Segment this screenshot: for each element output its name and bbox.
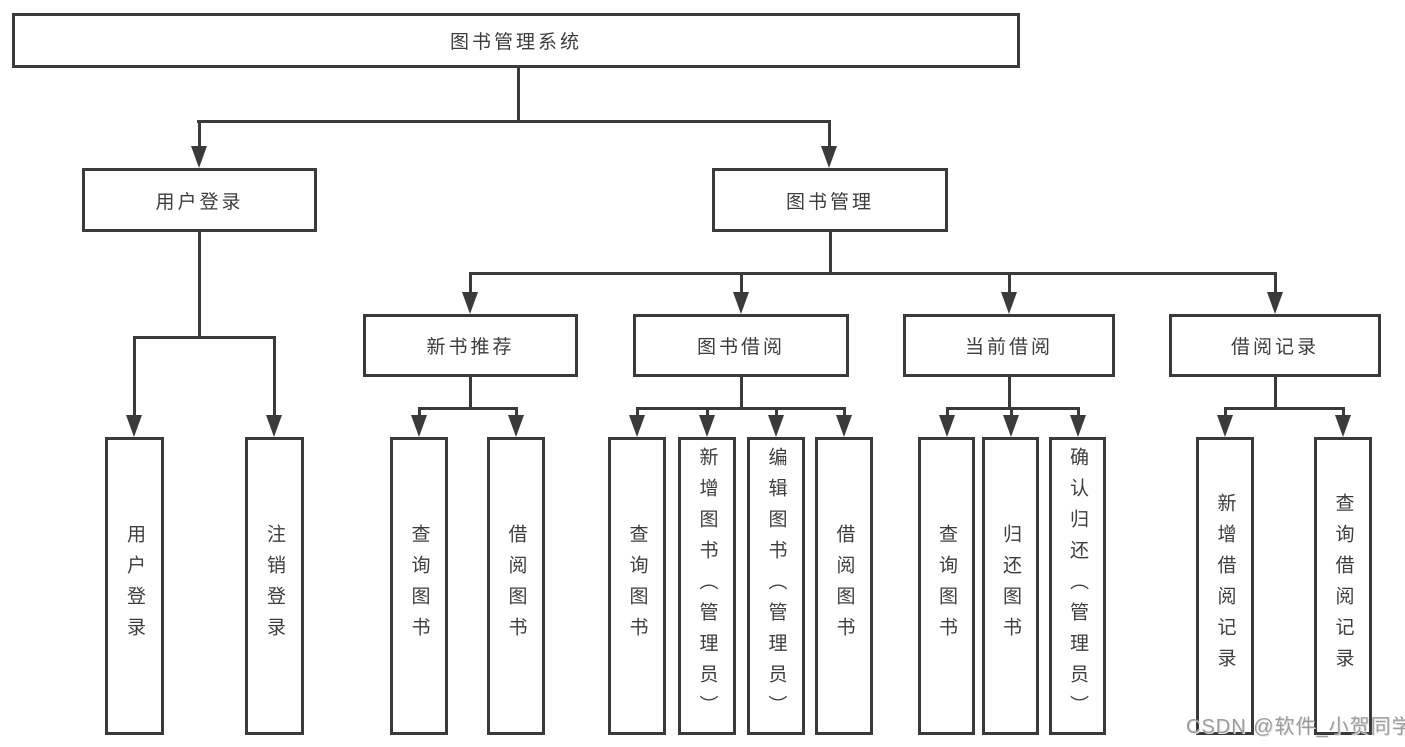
arrow-down-icon [1335, 415, 1351, 437]
arrow-down-icon [821, 146, 837, 168]
connector-line [1224, 407, 1227, 419]
connector-line [828, 120, 831, 150]
connector-line [740, 377, 743, 407]
node-current-borrow-label: 当前借阅 [964, 337, 1053, 358]
leaf-user-login-label: 用户登录 [124, 524, 145, 648]
node-new-books: 新书推荐 [363, 314, 578, 377]
arrow-down-icon [1001, 292, 1017, 314]
leaf-current-confirm-label: 确认归还（管理员） [1067, 446, 1088, 726]
connector-line [469, 377, 472, 407]
connector-line [1342, 407, 1345, 419]
leaf-newbooks-borrow: 借阅图书 [487, 437, 545, 735]
connector-line [517, 68, 520, 120]
node-root: 图书管理系统 [12, 13, 1020, 68]
node-root-label: 图书管理系统 [449, 32, 582, 53]
node-book-mgmt-label: 图书管理 [785, 191, 874, 213]
leaf-records-query: 查询借阅记录 [1314, 437, 1372, 735]
connector-line [469, 272, 1277, 275]
connector-line [829, 232, 832, 272]
leaf-current-return-label: 归还图书 [1000, 524, 1021, 648]
leaf-newbooks-borrow-label: 借阅图书 [505, 524, 527, 648]
leaf-borrowing-query-label: 查询图书 [626, 524, 648, 648]
leaf-logout: 注销登录 [245, 437, 304, 735]
connector-line [636, 407, 845, 410]
node-borrow-records-label: 借阅记录 [1230, 337, 1319, 358]
node-book-mgmt: 图书管理 [712, 168, 948, 232]
connector-line [133, 336, 275, 339]
connector-line [843, 407, 846, 419]
arrow-down-icon [191, 146, 207, 168]
leaf-user-login: 用户登录 [105, 437, 164, 735]
leaf-borrowing-borrow-label: 借阅图书 [833, 524, 855, 648]
arrow-down-icon [1070, 415, 1086, 437]
leaf-current-query-label: 查询图书 [936, 524, 957, 648]
connector-line [418, 407, 421, 419]
leaf-borrowing-add: 新增图书（管理员） [678, 437, 736, 735]
connector-line [1274, 272, 1277, 298]
connector-line [740, 272, 743, 298]
arrow-down-icon [126, 415, 142, 437]
leaf-borrowing-edit-label: 编辑图书（管理员） [765, 446, 787, 726]
arrow-down-icon [699, 415, 715, 437]
connector-line [706, 407, 709, 419]
leaf-records-add-label: 新增借阅记录 [1214, 493, 1236, 679]
node-user-login-label: 用户登录 [155, 191, 244, 213]
csdn-watermark: CSDN @软件_小贺同学 [1186, 716, 1405, 738]
leaf-borrowing-add-label: 新增图书（管理员） [696, 446, 718, 726]
connector-line [636, 407, 639, 419]
connector-line [273, 336, 276, 419]
connector-line [1008, 377, 1011, 407]
connector-line [946, 407, 949, 419]
leaf-borrowing-query: 查询图书 [608, 437, 666, 735]
node-current-borrow: 当前借阅 [903, 314, 1115, 377]
arrow-down-icon [733, 292, 749, 314]
leaf-records-query-label: 查询借阅记录 [1332, 493, 1354, 679]
arrow-down-icon [768, 415, 784, 437]
arrow-down-icon [411, 415, 427, 437]
leaf-logout-label: 注销登录 [264, 524, 285, 648]
arrow-down-icon [836, 415, 852, 437]
leaf-newbooks-query-label: 查询图书 [408, 524, 430, 648]
connector-line [198, 120, 201, 150]
node-borrow-records: 借阅记录 [1169, 314, 1381, 377]
leaf-borrowing-edit: 编辑图书（管理员） [747, 437, 805, 735]
leaf-current-confirm: 确认归还（管理员） [1049, 437, 1106, 735]
leaf-current-return: 归还图书 [982, 437, 1039, 735]
connector-line [1077, 407, 1080, 419]
arrow-down-icon [266, 415, 282, 437]
leaf-records-add: 新增借阅记录 [1196, 437, 1254, 735]
connector-line [198, 232, 201, 336]
connector-line [197, 120, 831, 123]
connector-line [775, 407, 778, 419]
connector-line [469, 272, 472, 298]
arrow-down-icon [462, 292, 478, 314]
node-borrowing-label: 图书借阅 [696, 337, 785, 358]
connector-line [1274, 377, 1277, 407]
arrow-down-icon [939, 415, 955, 437]
node-user-login: 用户登录 [82, 168, 317, 232]
connector-line [1224, 407, 1344, 410]
leaf-borrowing-borrow: 借阅图书 [815, 437, 873, 735]
arrow-down-icon [1267, 292, 1283, 314]
leaf-current-query: 查询图书 [918, 437, 975, 735]
leaf-newbooks-query: 查询图书 [390, 437, 448, 735]
connector-line [515, 407, 518, 419]
arrow-down-icon [629, 415, 645, 437]
connector-line [1010, 407, 1013, 419]
connector-line [133, 336, 136, 419]
node-new-books-label: 新书推荐 [426, 337, 515, 358]
connector-line [418, 407, 518, 410]
arrow-down-icon [508, 415, 524, 437]
arrow-down-icon [1003, 415, 1019, 437]
arrow-down-icon [1217, 415, 1233, 437]
node-borrowing: 图书借阅 [633, 314, 849, 377]
connector-line [1008, 272, 1011, 298]
